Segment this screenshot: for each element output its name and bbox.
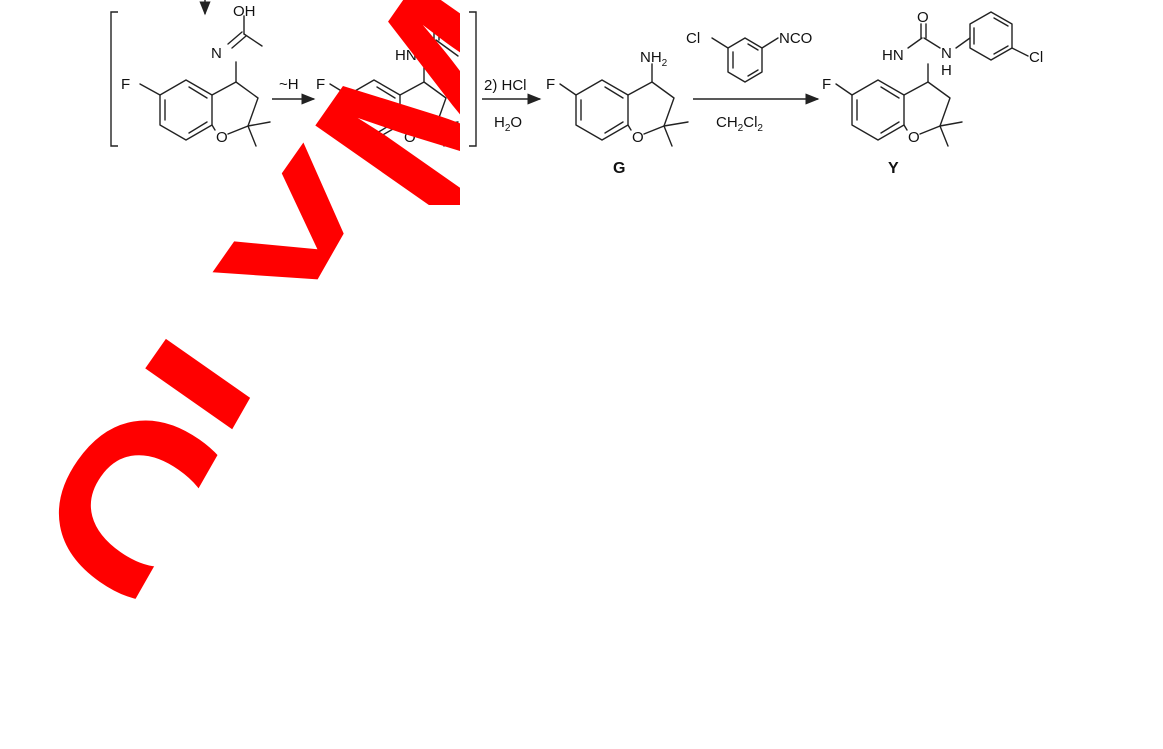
urea-n-label: N xyxy=(941,45,952,62)
fluorine-label: F xyxy=(822,76,831,93)
isocyanate-label: NCO xyxy=(779,30,812,47)
water-label: H2O xyxy=(494,114,522,134)
imine-nitrogen-label: N xyxy=(211,45,222,62)
right-bracket xyxy=(469,11,477,147)
ring-oxygen-label: O xyxy=(908,129,920,146)
left-bracket xyxy=(110,11,118,147)
amide-nh-label: HN xyxy=(395,47,417,64)
molecule-g-amine: F O NH2 G xyxy=(546,49,689,177)
ring-oxygen-label: O xyxy=(216,129,228,146)
hydride-shift-label: ~H xyxy=(279,76,299,93)
hydrolysis-reagent-label: 2) HCl xyxy=(484,77,527,94)
fluorine-label: F xyxy=(316,76,325,93)
ring-oxygen-label: O xyxy=(632,129,644,146)
hydroxyl-label: OH xyxy=(233,3,256,20)
watermark: OLYMP xyxy=(0,0,460,670)
amine-label: NH2 xyxy=(640,49,668,69)
aryl-chlorine-label: Cl xyxy=(1029,49,1043,66)
urea-hn-label: HN xyxy=(882,47,904,64)
ring-oxygen-label: O xyxy=(404,129,416,146)
molecule-imidic-acid: F O N OH xyxy=(121,3,271,147)
carbonyl-oxygen-label: O xyxy=(430,9,442,26)
fluorine-label: F xyxy=(121,76,130,93)
chlorine-label: Cl xyxy=(686,30,700,47)
compound-g-label: G xyxy=(613,160,625,177)
molecule-acetamide: F O HN O xyxy=(316,9,459,147)
molecule-y-urea: F O HN O N H Cl Y xyxy=(822,9,1043,177)
solvent-label: CH2Cl2 xyxy=(716,114,763,134)
compound-y-label: Y xyxy=(888,160,899,177)
reagent-chlorophenyl-isocyanate: Cl NCO xyxy=(686,30,812,83)
urea-h-label: H xyxy=(941,62,952,79)
fluorine-label: F xyxy=(546,76,555,93)
urea-carbonyl-oxygen-label: O xyxy=(917,9,929,26)
